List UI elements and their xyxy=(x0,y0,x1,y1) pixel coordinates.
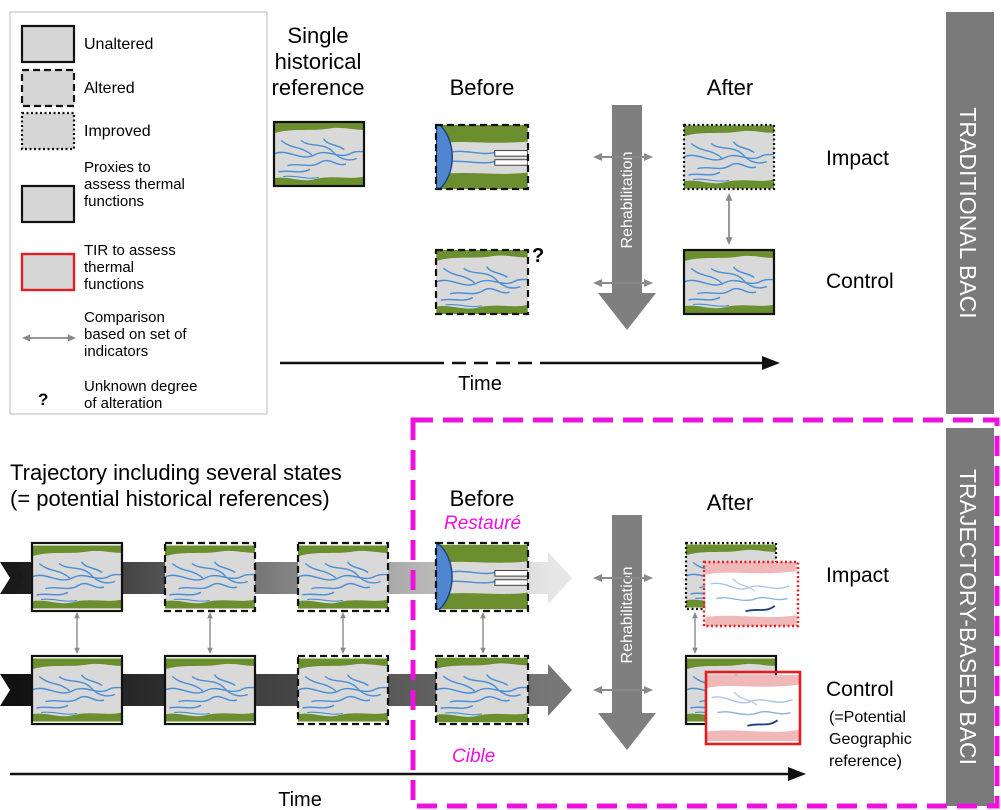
before-control-thumbnail xyxy=(436,250,528,314)
traditional-rehabilitation-label: Rehabilitation xyxy=(619,152,636,249)
trajectory-title-line1: Trajectory including several states xyxy=(10,460,342,485)
side-bar-traditional xyxy=(946,12,994,414)
side-label-traditional: TRADITIONAL BACI xyxy=(946,12,994,414)
trajectory-control-state-1-frame xyxy=(30,654,124,726)
side-label-traditional-text: TRADITIONAL BACI xyxy=(955,107,981,318)
trajectory-section: Trajectory including several states (= p… xyxy=(0,460,912,810)
traditional-control-label: Control xyxy=(826,270,894,293)
trajectory-time-axis: Time xyxy=(10,767,806,810)
before-dammed-thumbnail xyxy=(436,125,528,189)
trajectory-control-state-3-thumbnail xyxy=(298,657,388,723)
legend-unaltered-label: Unaltered xyxy=(84,36,153,53)
legend-unknown-line2: of alteration xyxy=(84,395,162,412)
trajectory-rehabilitation-label: Rehabilitation xyxy=(619,567,636,664)
legend-comparison-line1: Comparison xyxy=(84,309,165,326)
trajectory-after-control-tir-thumbnail xyxy=(706,674,800,742)
side-label-trajectory: TRAJECTORY-BASED BACI xyxy=(946,428,994,806)
trajectory-time-label: Time xyxy=(278,789,322,810)
annotation-highlight-box xyxy=(410,417,1000,809)
legend-altered-swatch xyxy=(20,68,76,108)
trajectory-before-dammed-thumbnail xyxy=(436,544,528,610)
traditional-rehabilitation-arrow: Rehabilitation xyxy=(598,105,656,330)
legend-comparison-line3: indicators xyxy=(84,343,148,360)
compare-arrow-before xyxy=(479,612,487,654)
trajectory-control-state-3-frame xyxy=(296,654,390,726)
trajectory-before-control-frame xyxy=(434,654,530,726)
trajectory-after-control-tir-frame xyxy=(704,670,802,746)
legend-tir-swatch xyxy=(20,252,76,292)
annotation-cible: Cible xyxy=(452,746,495,767)
trajectory-state-3-thumbnail xyxy=(298,544,388,610)
trajectory-control-label: Control xyxy=(826,678,894,701)
trajectory-impact-label: Impact xyxy=(826,564,889,587)
legend-unaltered-swatch xyxy=(20,24,76,64)
legend-proxies-swatch xyxy=(20,184,76,224)
legend-unknown-symbol: ? xyxy=(38,390,48,409)
trajectory-before-control-thumbnail xyxy=(436,657,528,723)
legend-tir-line3: functions xyxy=(84,276,144,293)
legend: Unaltered Altered Improved Proxies to as… xyxy=(9,11,268,415)
single-ref-line1: Single xyxy=(287,23,348,48)
trajectory-control-note-line2: Geographic xyxy=(829,731,912,748)
compare-arrow-state-3 xyxy=(339,612,347,654)
trajectory-control-state-2-frame xyxy=(163,654,257,726)
before-control-frame xyxy=(434,248,530,316)
trajectory-control-state-1-thumbnail xyxy=(32,657,122,723)
trajectory-control-note-line1: (=Potential xyxy=(829,709,906,726)
trajectory-state-1-frame xyxy=(30,541,124,613)
trajectory-after-impact-tir-thumbnail xyxy=(704,562,798,626)
legend-proxies-line1: Proxies to xyxy=(84,159,151,176)
single-ref-thumbnail xyxy=(274,122,364,186)
single-ref-line3: reference xyxy=(272,75,365,100)
legend-tir-line2: thermal xyxy=(84,259,134,276)
trajectory-control-note-line3: reference) xyxy=(829,753,902,770)
traditional-time-axis: Time xyxy=(280,356,780,395)
single-ref-frame xyxy=(272,120,366,188)
compare-arrow-state-1 xyxy=(73,612,81,654)
legend-comparison-line2: based on set of xyxy=(84,326,187,343)
traditional-before-heading: Before xyxy=(450,75,515,100)
compare-arrow-state-2 xyxy=(206,612,214,654)
side-bar-trajectory xyxy=(946,428,994,806)
after-control-thumbnail xyxy=(684,250,774,314)
after-control-frame xyxy=(682,248,776,316)
traditional-after-heading: After xyxy=(707,75,753,100)
trajectory-title-line2: (= potential historical references) xyxy=(10,486,330,511)
trajectory-before-dammed-frame xyxy=(434,541,530,613)
traditional-time-label: Time xyxy=(458,373,502,395)
side-label-trajectory-text: TRAJECTORY-BASED BACI xyxy=(955,469,981,765)
legend-improved-swatch xyxy=(20,111,76,151)
trajectory-state-2-frame xyxy=(163,541,257,613)
trajectory-after-heading: After xyxy=(707,490,753,515)
legend-proxies-line2: assess thermal xyxy=(84,176,185,193)
after-impact-frame xyxy=(682,123,776,191)
traditional-after-vertical-arrow xyxy=(724,193,734,245)
legend-improved-label: Improved xyxy=(84,123,151,140)
trajectory-control-state-2-thumbnail xyxy=(165,657,255,723)
trajectory-rehabilitation-arrow: Rehabilitation xyxy=(598,515,656,750)
legend-altered-label: Altered xyxy=(84,80,135,97)
after-impact-thumbnail xyxy=(684,125,774,189)
compare-arrow-after xyxy=(691,612,699,654)
legend-tir-line1: TIR to assess xyxy=(84,242,176,259)
trajectory-after-impact-tir-frame xyxy=(702,560,800,628)
legend-unknown-line1: Unknown degree xyxy=(84,378,197,395)
trajectory-state-2-thumbnail xyxy=(165,544,255,610)
before-dammed-frame xyxy=(434,123,530,191)
trajectory-state-1-thumbnail xyxy=(32,544,122,610)
annotation-restaure: Restauré xyxy=(444,513,521,534)
traditional-impact-label: Impact xyxy=(826,147,889,170)
trajectory-state-3-frame xyxy=(296,541,390,613)
legend-proxies-line3: functions xyxy=(84,193,144,210)
single-ref-line2: historical xyxy=(275,49,362,74)
trajectory-before-heading: Before xyxy=(450,486,515,511)
traditional-section: Single historical reference Before After… xyxy=(272,23,894,395)
unknown-alteration-mark: ? xyxy=(532,245,544,267)
